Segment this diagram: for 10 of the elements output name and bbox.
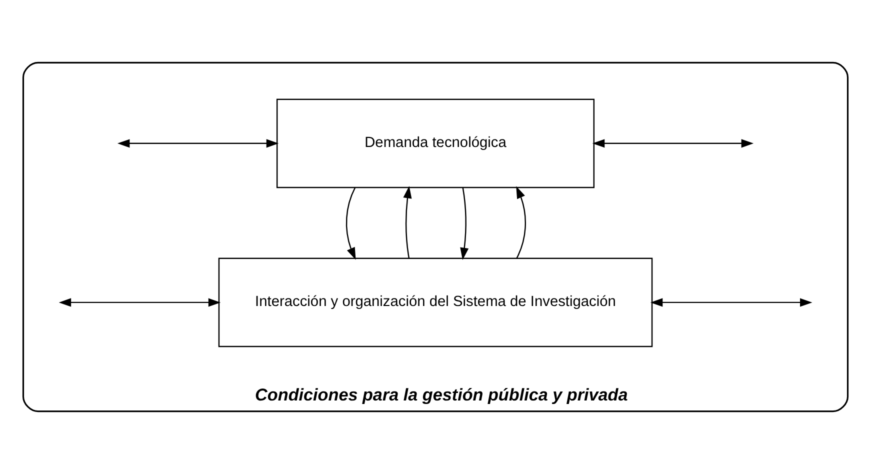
arrow bbox=[460, 188, 469, 260]
arrow bbox=[117, 139, 279, 148]
node-box: Demanda tecnológica bbox=[276, 98, 595, 188]
arrow bbox=[592, 139, 754, 148]
arrow bbox=[516, 186, 526, 258]
arrow bbox=[58, 298, 221, 307]
arrow bbox=[403, 186, 412, 258]
arrow bbox=[346, 188, 356, 260]
node-box: Interacción y organización del Sistema de Investigación bbox=[218, 258, 653, 348]
arrow bbox=[650, 298, 812, 307]
